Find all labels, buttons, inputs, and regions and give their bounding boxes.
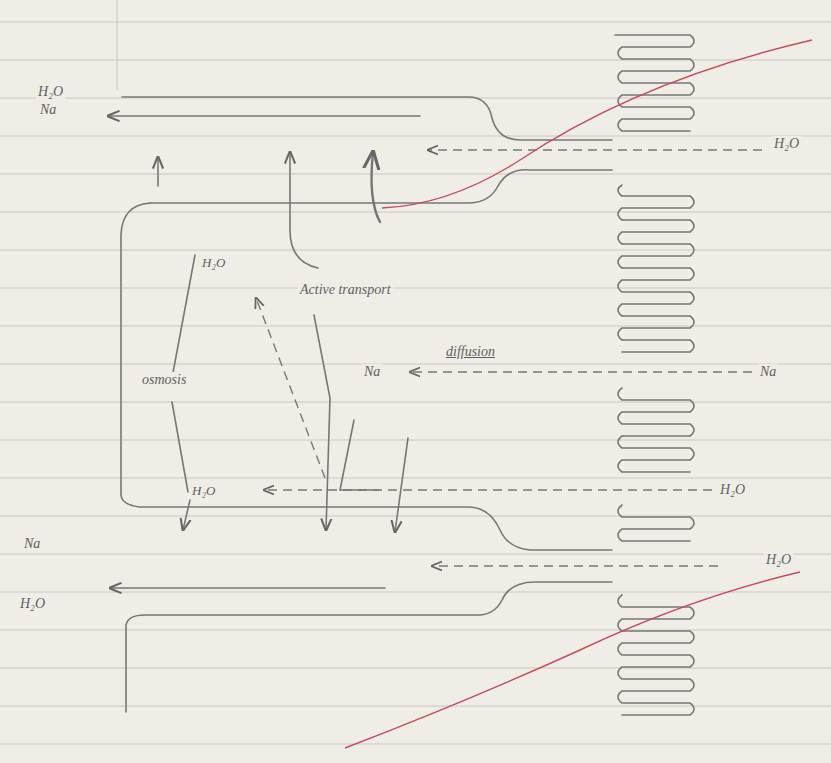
- annotation-label: H₂O: [200, 256, 227, 270]
- diffusion-paths: [256, 150, 762, 566]
- annotation-label: Na: [22, 536, 42, 551]
- annotation-label: H₂O: [18, 596, 47, 611]
- annotation-label: osmosis: [140, 372, 188, 387]
- annotation-label: diffusion: [444, 344, 497, 359]
- annotation-label: H₂O: [36, 84, 65, 99]
- cell-outlines: [108, 35, 694, 715]
- annotation-label: Na: [38, 102, 58, 117]
- annotation-label: Na: [758, 364, 778, 379]
- ruled-lines: [0, 0, 831, 744]
- annotation-label: H₂O: [764, 552, 793, 567]
- annotation-label: Active transport: [298, 282, 393, 297]
- annotation-label: H₂O: [718, 482, 747, 497]
- red-guide-lines: [345, 40, 812, 748]
- annotation-label: H₂O: [190, 484, 217, 498]
- annotation-label: H₂O: [772, 136, 801, 151]
- annotation-label: Na: [362, 364, 382, 379]
